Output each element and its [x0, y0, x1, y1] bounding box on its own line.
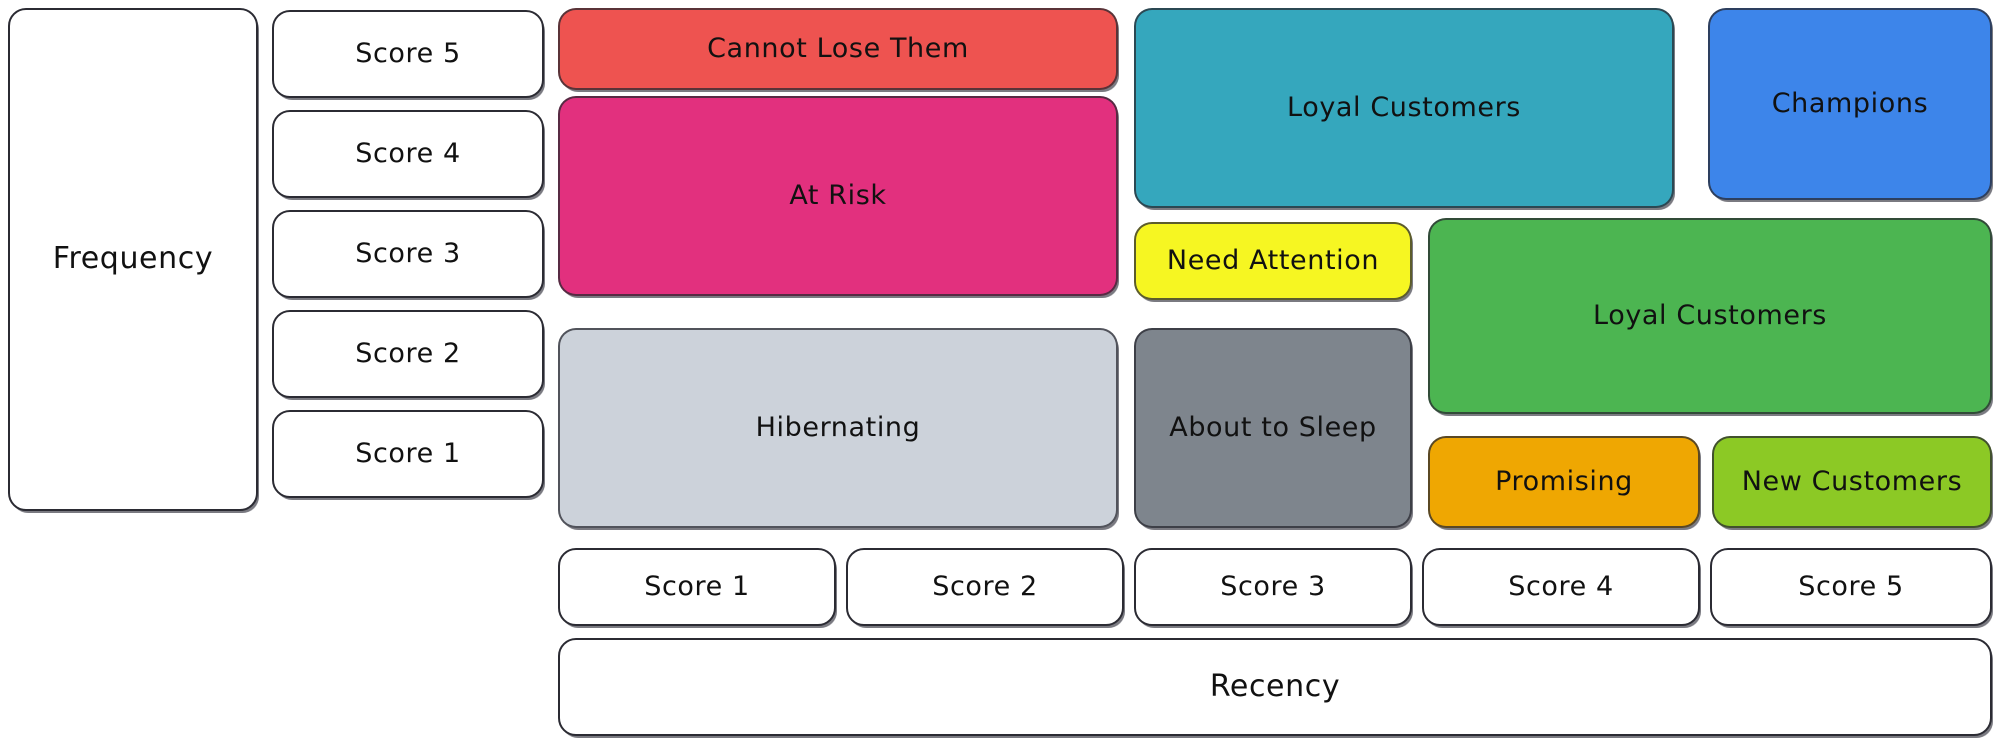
recency-score-2[interactable]: Score 2: [846, 548, 1124, 626]
segment-hibernating[interactable]: Hibernating: [558, 328, 1118, 528]
segment-hibernating-label: Hibernating: [755, 412, 921, 444]
segment-need-attention[interactable]: Need Attention: [1134, 222, 1412, 300]
segment-about-to-sleep[interactable]: About to Sleep: [1134, 328, 1412, 528]
recency-axis-label: Recency: [1209, 668, 1341, 704]
frequency-score-1[interactable]: Score 1: [272, 410, 544, 498]
segment-new-customers-label: New Customers: [1741, 466, 1963, 498]
segment-loyal-customers-green-label: Loyal Customers: [1593, 300, 1827, 332]
frequency-axis-label: Frequency: [52, 241, 214, 277]
recency-score-4[interactable]: Score 4: [1422, 548, 1700, 626]
recency-score-1[interactable]: Score 1: [558, 548, 836, 626]
segment-about-to-sleep-label: About to Sleep: [1169, 412, 1377, 444]
segment-cannot-lose-them[interactable]: Cannot Lose Them: [558, 8, 1118, 90]
recency-score-5-label: Score 5: [1798, 571, 1904, 603]
segment-need-attention-label: Need Attention: [1166, 245, 1380, 277]
segment-new-customers[interactable]: New Customers: [1712, 436, 1992, 528]
recency-score-5[interactable]: Score 5: [1710, 548, 1992, 626]
frequency-score-3[interactable]: Score 3: [272, 210, 544, 298]
frequency-score-4[interactable]: Score 4: [272, 110, 544, 198]
frequency-score-2-label: Score 2: [355, 338, 461, 370]
segment-promising-label: Promising: [1495, 466, 1633, 498]
frequency-score-4-label: Score 4: [355, 138, 461, 170]
recency-score-3-label: Score 3: [1220, 571, 1326, 603]
segment-at-risk[interactable]: At Risk: [558, 96, 1118, 296]
frequency-score-1-label: Score 1: [355, 438, 461, 470]
segment-at-risk-label: At Risk: [789, 180, 887, 212]
recency-score-4-label: Score 4: [1508, 571, 1614, 603]
frequency-score-5[interactable]: Score 5: [272, 10, 544, 98]
recency-score-3[interactable]: Score 3: [1134, 548, 1412, 626]
segment-loyal-customers-teal-label: Loyal Customers: [1287, 92, 1521, 124]
frequency-score-5-label: Score 5: [355, 38, 461, 70]
segment-cannot-lose-them-label: Cannot Lose Them: [707, 33, 969, 65]
recency-score-2-label: Score 2: [932, 571, 1038, 603]
segment-loyal-customers-green[interactable]: Loyal Customers: [1428, 218, 1992, 414]
frequency-score-2[interactable]: Score 2: [272, 310, 544, 398]
segment-champions[interactable]: Champions: [1708, 8, 1992, 200]
recency-score-1-label: Score 1: [644, 571, 750, 603]
segment-champions-label: Champions: [1771, 88, 1929, 120]
segment-loyal-customers-teal[interactable]: Loyal Customers: [1134, 8, 1674, 208]
frequency-axis-title: Frequency: [8, 8, 258, 511]
frequency-score-3-label: Score 3: [355, 238, 461, 270]
segment-promising[interactable]: Promising: [1428, 436, 1700, 528]
recency-axis-title: Recency: [558, 638, 1992, 736]
